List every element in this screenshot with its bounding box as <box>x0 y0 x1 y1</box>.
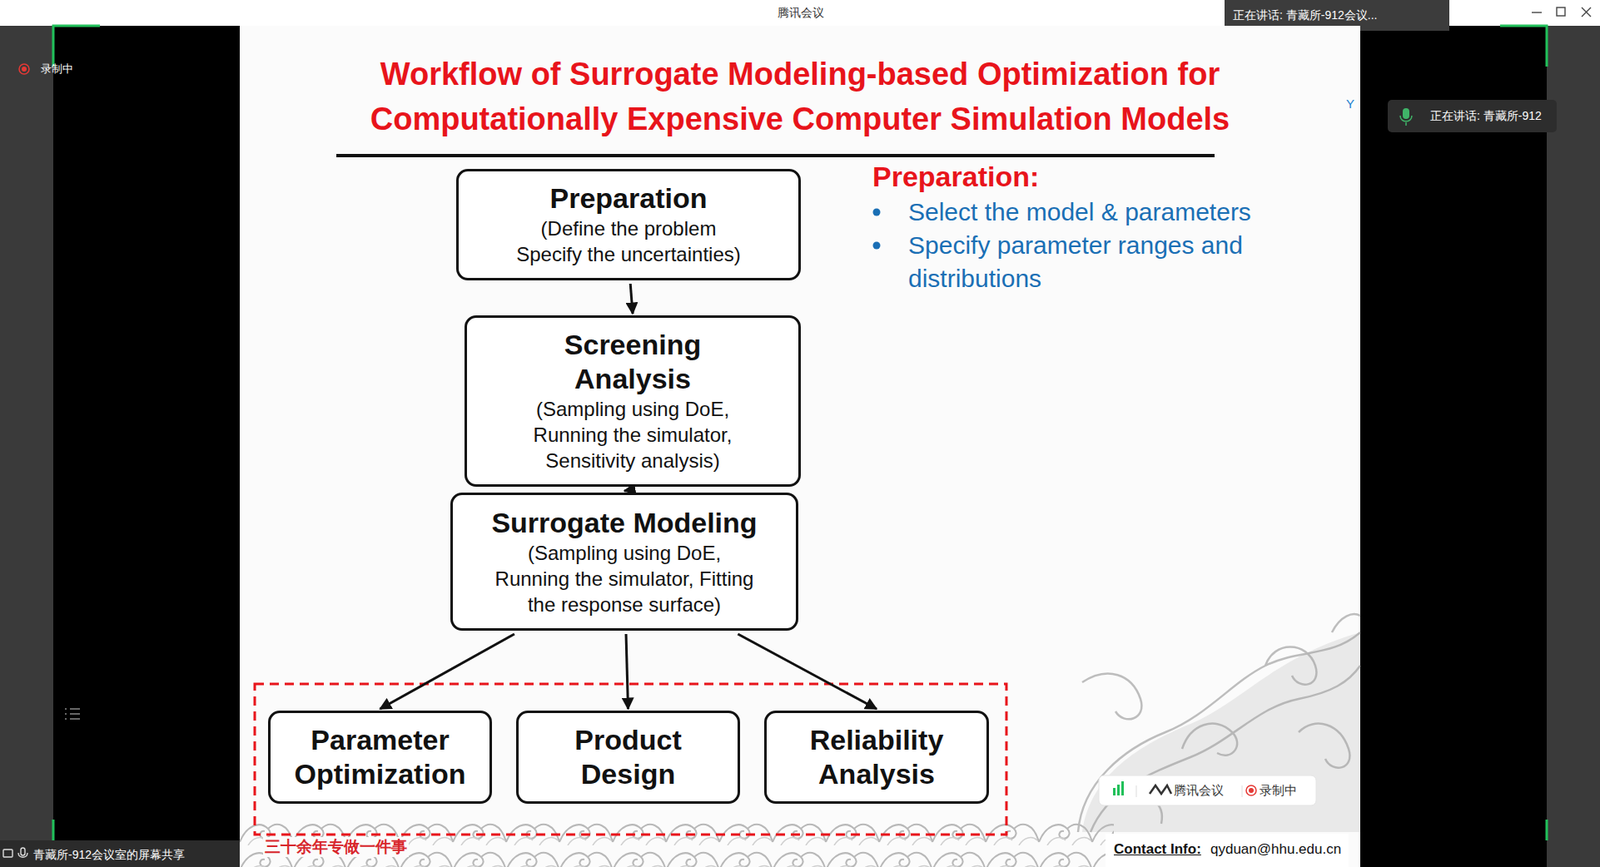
wave-band <box>239 817 1114 867</box>
meeting-float-bar <box>1121 781 1124 796</box>
section-heading: Preparation: <box>872 159 1039 195</box>
bullet-text: Select the model & parameters <box>908 195 1252 229</box>
wave-band <box>239 817 1114 867</box>
meeting-float-bar <box>1113 788 1116 796</box>
app-frame <box>0 840 240 867</box>
process-box: Surrogate Modeling(Sampling using DoE, R… <box>450 492 799 632</box>
dragon-decoration <box>1082 674 1142 721</box>
node-heading: Product Design <box>532 723 725 792</box>
bullet-dot <box>873 208 881 217</box>
bullet-text: Specify parameter ranges and distributio… <box>908 228 1275 296</box>
speaker-badge <box>1387 99 1557 133</box>
share-border-corners <box>1500 25 1547 67</box>
dragon-decoration <box>1078 632 1361 833</box>
window-controls <box>1581 7 1591 17</box>
node-body: (Define the problem Specify the uncertai… <box>507 215 750 268</box>
dragon-shading <box>1082 632 1361 833</box>
record-indicator <box>21 66 27 72</box>
contact-email: qyduan@hhu.edu.cn <box>1208 840 1343 859</box>
meeting-float-bar <box>1098 775 1317 806</box>
node-heading: Screening Analysis <box>516 327 750 397</box>
stray-mark: Y <box>1346 96 1355 113</box>
node-heading: Surrogate Modeling <box>491 506 757 541</box>
slogan: 三十余年专做一件事 <box>263 837 409 858</box>
title-rule <box>336 154 1215 158</box>
share-icons <box>3 848 28 858</box>
flow-arrow <box>624 490 630 492</box>
list-icon <box>64 709 80 720</box>
flow-arrow <box>626 634 628 710</box>
record-status: 录制中 <box>1259 783 1297 800</box>
node-heading: Preparation <box>550 181 708 216</box>
window-controls <box>1531 7 1591 17</box>
slide-background <box>239 25 1361 867</box>
speaker-badge <box>1400 115 1412 126</box>
meeting-float-bar <box>1098 775 1317 806</box>
meeting-float-bar <box>1248 788 1254 794</box>
meeting-float-bar <box>1149 785 1172 795</box>
bullet-dot <box>873 208 881 250</box>
app-name: 腾讯会议 <box>1173 783 1224 800</box>
process-box: Screening Analysis(Sampling using DoE, R… <box>464 315 801 487</box>
node-heading: Reliability Analysis <box>780 723 973 792</box>
record-indicator <box>19 64 30 75</box>
dragon-decoration <box>1331 614 1361 633</box>
share-border-corners <box>53 25 100 67</box>
application-group <box>254 684 1007 835</box>
speaker-badge <box>1402 108 1410 120</box>
application-group <box>254 684 1007 835</box>
share-icons <box>20 848 25 856</box>
process-box: Preparation(Define the problem Specify t… <box>456 168 801 281</box>
flow-arrow <box>737 634 877 710</box>
share-border-corners <box>1545 819 1549 841</box>
record-status: 录制中 <box>40 62 74 76</box>
contact-label: Contact Info: <box>1112 840 1203 859</box>
dragon-decoration <box>1078 614 1361 833</box>
slide-title: Workflow of Surrogate Modeling-based Opt… <box>300 51 1300 142</box>
list-icon <box>64 709 80 720</box>
application-box: Product Design <box>516 710 741 805</box>
meeting-float-bar <box>1246 785 1257 796</box>
flow-arrow <box>380 634 515 710</box>
window-title: 腾讯会议 <box>777 5 825 21</box>
share-icons <box>3 849 13 858</box>
slide-background <box>239 25 1361 867</box>
dragon-shading <box>1082 632 1361 833</box>
window-controls <box>1531 11 1542 13</box>
node-body: (Sampling using DoE, Running the simulat… <box>516 396 750 475</box>
contact-patch <box>1105 834 1349 867</box>
share-border-corners <box>52 819 55 841</box>
bullet-dot <box>873 242 881 250</box>
node-heading: Parameter Optimization <box>284 723 477 792</box>
record-indicator <box>19 64 30 75</box>
share-icons <box>18 853 28 858</box>
application-box: Reliability Analysis <box>764 710 989 805</box>
application-box: Parameter Optimization <box>268 710 492 805</box>
node-body: (Sampling using DoE, Running the simulat… <box>491 540 758 619</box>
speaker-status: 正在讲话: 青藏所-912 <box>1430 109 1542 125</box>
title-rule <box>336 155 1215 157</box>
app-frame <box>53 25 1547 867</box>
flow-arrow <box>630 283 633 314</box>
meeting-float-bar <box>1117 785 1120 796</box>
speaker-status: 正在讲话: 青藏所-912会议... <box>1232 8 1377 24</box>
window-controls <box>1556 7 1566 16</box>
share-status: 青藏所-912会议室的屏幕共享 <box>33 848 185 864</box>
contact-patch <box>1105 834 1349 867</box>
